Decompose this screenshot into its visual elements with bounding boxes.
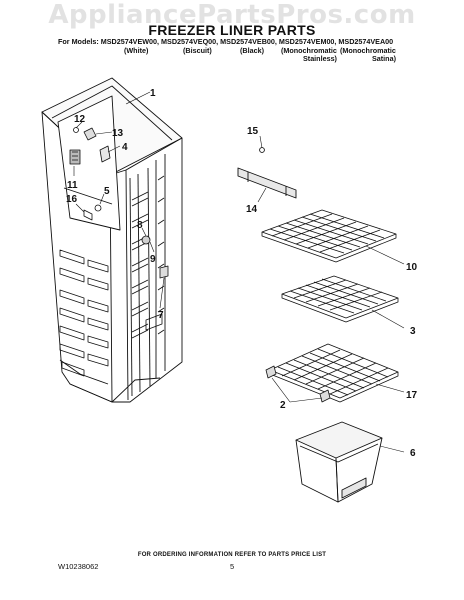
document-number: W10238062: [58, 562, 99, 571]
callout-1: 1: [150, 88, 156, 99]
callout-15: 15: [247, 126, 259, 137]
ordering-note: FOR ORDERING INFORMATION REFER TO PARTS …: [137, 552, 327, 558]
shelf-bracket: [237, 147, 297, 199]
callout-8: 8: [137, 220, 143, 231]
variant-monochromatic-satina: (Monochromatic: [340, 46, 396, 55]
callout-10: 10: [406, 262, 418, 273]
callout-16: 16: [66, 194, 78, 205]
variant-black: (Black): [240, 46, 264, 55]
callout-numbers: 1 12 13 4 11 5 16 8 9 7 15 14 10 3 2 17 …: [66, 88, 418, 459]
wire-shelf-lower: [265, 343, 399, 403]
callout-17: 17: [406, 390, 418, 401]
liner-side-rungs: [131, 175, 165, 339]
callout-13: 13: [112, 128, 124, 139]
liner-slots-left: [59, 249, 85, 377]
callout-9: 9: [150, 254, 156, 265]
variant-monochromatic-stainless: (Monochromatic: [281, 46, 337, 55]
callout-7: 7: [158, 310, 164, 321]
control-parts: [69, 127, 169, 331]
variant-satina: Satina): [372, 54, 396, 63]
freezer-bin: [295, 421, 383, 503]
models-line: For Models: MSD2574VEW00, MSD2574VEQ00, …: [58, 37, 394, 46]
watermark: AppliancePartsPros.com: [48, 0, 416, 30]
callout-5: 5: [104, 186, 110, 197]
liner-slots-right: [87, 259, 109, 367]
callout-4: 4: [122, 142, 128, 153]
leader-lines: [73, 91, 405, 453]
wire-shelf-upper: [261, 209, 397, 263]
callout-12: 12: [74, 114, 86, 125]
wire-shelf-middle: [281, 275, 399, 323]
freezer-liner: [41, 77, 183, 403]
callout-14: 14: [246, 204, 258, 215]
page-title: FREEZER LINER PARTS: [148, 22, 316, 38]
variant-stainless: Stainless): [303, 54, 337, 63]
page-number: 5: [230, 562, 235, 571]
variant-white: (White): [124, 46, 149, 55]
callout-3: 3: [410, 326, 416, 337]
callout-6: 6: [410, 448, 416, 459]
variant-biscuit: (Biscuit): [183, 46, 212, 55]
callout-11: 11: [67, 180, 78, 191]
callout-2: 2: [280, 400, 286, 411]
